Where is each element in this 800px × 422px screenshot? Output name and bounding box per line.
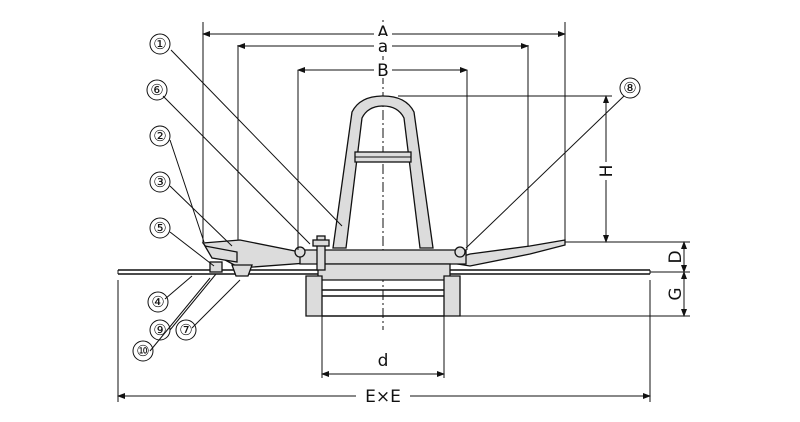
dim-label-D: D <box>666 250 686 263</box>
callout-label: ⑩ <box>136 342 149 360</box>
callout-label: ② <box>153 127 166 145</box>
dimension-a: a <box>237 36 529 57</box>
callout-1: ① <box>149 33 171 55</box>
dim-label-a: a <box>378 37 388 57</box>
callout-label: ④ <box>151 293 164 311</box>
dim-label-ExE: E×E <box>365 387 401 407</box>
drain-body <box>305 275 461 317</box>
callout-9: ⑨ <box>149 319 171 341</box>
callout-3: ③ <box>149 171 171 193</box>
callout-label: ③ <box>153 173 166 191</box>
callout-label: ⑤ <box>153 219 166 237</box>
callout-label: ⑨ <box>153 321 166 339</box>
dimension-ExE: E×E <box>117 386 651 407</box>
dimension-H: H <box>597 95 617 243</box>
dome-grate <box>332 95 434 249</box>
dimension-d: d <box>321 351 445 377</box>
dimension-D: D <box>666 241 687 273</box>
dim-label-B: B <box>377 61 389 81</box>
callout-label: ⑦ <box>179 321 192 339</box>
dimension-B: B <box>297 60 468 81</box>
extension-lines <box>117 22 690 402</box>
dim-label-H: H <box>597 165 617 178</box>
callout-7: ⑦ <box>175 319 197 341</box>
bolt-left <box>312 235 330 271</box>
callout-5: ⑤ <box>149 217 171 239</box>
dim-label-G: G <box>666 287 686 300</box>
callout-4: ④ <box>147 291 169 313</box>
bolt-right <box>454 246 466 258</box>
dim-label-d: d <box>378 351 389 371</box>
callout-label: ① <box>153 35 166 53</box>
callout-8: ⑧ <box>619 77 641 99</box>
callout-label: ⑧ <box>623 79 636 97</box>
leader-lines <box>149 49 625 352</box>
callout-6: ⑥ <box>146 79 168 101</box>
dimension-G: G <box>666 271 687 317</box>
callout-10: ⑩ <box>132 340 154 362</box>
callout-2: ② <box>149 125 171 147</box>
callout-label: ⑥ <box>150 81 163 99</box>
